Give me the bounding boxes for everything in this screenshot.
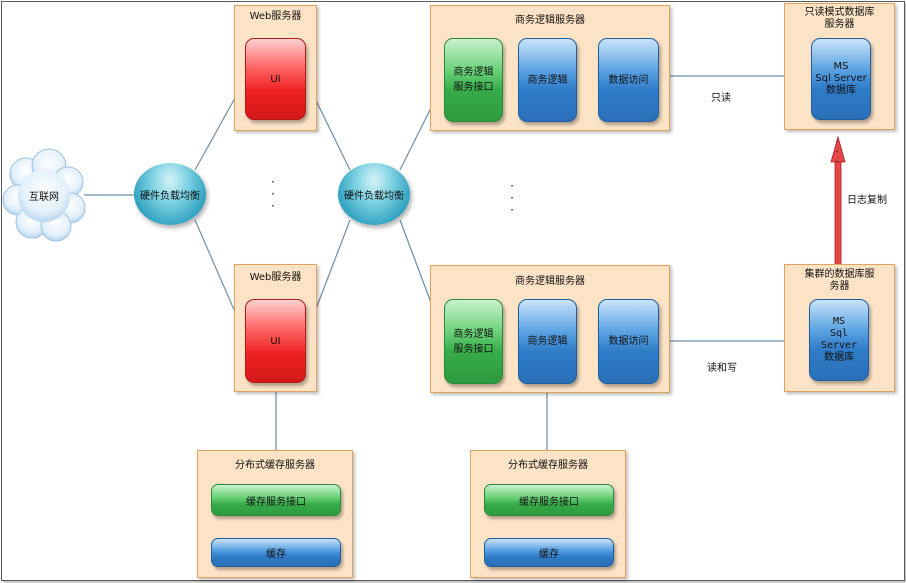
- cache-component: 缓存: [211, 538, 341, 567]
- cache-server-title: 分布式缓存服务器: [508, 460, 588, 471]
- business-logic-label: 商务逻辑: [527, 74, 568, 86]
- web-server-1: Web服务器 UI: [234, 5, 317, 131]
- logic-server-title: 商务逻辑服务器: [515, 15, 585, 26]
- cache-server-2: 分布式缓存服务器 缓存服务接口 缓存: [470, 450, 626, 578]
- ellipsis-logic: ···: [510, 179, 514, 217]
- readonly-db-label: MS Sql Server 数据库: [815, 61, 867, 96]
- cache-interface-component: 缓存服务接口: [484, 484, 614, 516]
- logic-server-title: 商务逻辑服务器: [515, 276, 585, 287]
- cache-server-1: 分布式缓存服务器 缓存服务接口 缓存: [197, 450, 353, 578]
- ui-component: UI: [245, 299, 306, 383]
- internet-label: 互联网: [29, 192, 59, 203]
- load-balancer-label: 硬件负载均衡: [140, 190, 200, 202]
- readonly-db-component: MS Sql Server 数据库: [811, 38, 871, 120]
- log-replication-label: 日志复制: [847, 195, 887, 206]
- cluster-db-component: MS Sql Server 数据库: [809, 299, 869, 381]
- business-logic-component: 商务逻辑: [518, 299, 577, 384]
- cache-interface-label: 缓存服务接口: [519, 496, 579, 508]
- ellipsis-web: ···: [271, 175, 275, 213]
- ellipsis-db: ···: [835, 137, 839, 168]
- logic-server-2: 商务逻辑服务器 商务逻辑 服务接口 商务逻辑 数据访问: [430, 265, 670, 393]
- logic-interface-label: 商务逻辑 服务接口: [453, 328, 494, 355]
- readonly-db-server: 只读模式数据库 服务器 MS Sql Server 数据库: [784, 3, 895, 130]
- data-access-label: 数据访问: [608, 336, 649, 347]
- web-server-title: Web服务器: [249, 11, 302, 22]
- cache-server-title: 分布式缓存服务器: [235, 460, 315, 471]
- load-balancer-1: 硬件负载均衡: [134, 163, 206, 225]
- read-only-label: 只读: [711, 93, 731, 104]
- cache-label: 缓存: [539, 549, 559, 560]
- internet-cloud: 互联网: [2, 146, 86, 246]
- read-write-label: 读和写: [707, 363, 737, 374]
- logic-interface-component: 商务逻辑 服务接口: [444, 299, 503, 384]
- cache-interface-label: 缓存服务接口: [246, 496, 306, 508]
- load-balancer-2: 硬件负载均衡: [338, 163, 410, 225]
- logic-server-1: 商务逻辑服务器 商务逻辑 服务接口 商务逻辑 数据访问: [430, 5, 670, 131]
- data-access-label: 数据访问: [608, 74, 649, 86]
- web-server-title: Web服务器: [249, 272, 302, 283]
- web-server-2: Web服务器 UI: [234, 264, 317, 392]
- cloud-icon: [2, 148, 86, 242]
- business-logic-label: 商务逻辑: [527, 336, 568, 347]
- readonly-db-title: 只读模式数据库 服务器: [804, 7, 875, 30]
- ui-label: UI: [270, 335, 281, 347]
- cache-interface-component: 缓存服务接口: [211, 484, 341, 516]
- business-logic-component: 商务逻辑: [518, 38, 577, 122]
- logic-interface-label: 商务逻辑 服务接口: [453, 67, 494, 93]
- ui-label: UI: [270, 73, 281, 85]
- load-balancer-label: 硬件负载均衡: [344, 190, 404, 202]
- logic-interface-component: 商务逻辑 服务接口: [444, 38, 503, 122]
- data-access-component: 数据访问: [598, 299, 659, 384]
- cache-component: 缓存: [484, 538, 614, 567]
- cluster-db-label: MS Sql Server 数据库: [820, 316, 858, 363]
- ui-component: UI: [245, 38, 306, 120]
- cluster-db-title: 集群的数据库服 务器: [804, 269, 875, 292]
- cluster-db-server: 集群的数据库服 务器 MS Sql Server 数据库: [784, 264, 895, 392]
- data-access-component: 数据访问: [598, 38, 659, 122]
- cache-label: 缓存: [266, 549, 286, 560]
